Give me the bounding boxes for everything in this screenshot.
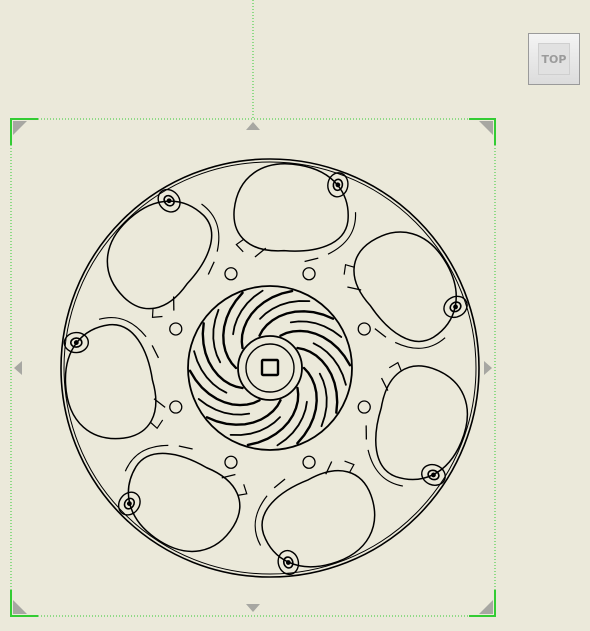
- roller[interactable]: [349, 353, 483, 501]
- mecanum-wheel[interactable]: [61, 155, 483, 581]
- shaft-collar-outer: [238, 336, 302, 400]
- roller-edge: [360, 450, 411, 487]
- roller-axle: [431, 473, 435, 477]
- roller-bracket: [340, 262, 354, 275]
- roller-axle: [75, 341, 78, 344]
- roller-edge: [395, 320, 446, 361]
- resize-handle-top-right[interactable]: [479, 121, 493, 135]
- roller-axle: [286, 561, 290, 565]
- hub-spoke-minor: [314, 343, 346, 385]
- arrow-down-icon[interactable]: [246, 604, 260, 612]
- bolt-circle-dash: [305, 258, 319, 261]
- roller-body: [87, 180, 232, 323]
- bolt-hole: [225, 456, 237, 468]
- bolt-hole: [358, 401, 370, 413]
- roller-bracket: [151, 420, 163, 429]
- roller[interactable]: [336, 215, 478, 367]
- bolt-circle-dash: [375, 329, 386, 338]
- bolt-circle-dash: [179, 446, 193, 449]
- roller-edge: [99, 316, 146, 340]
- hub-spoke-minor: [260, 301, 309, 319]
- hub-spoke-minor: [213, 310, 220, 363]
- bolt-circle-dash: [274, 479, 285, 488]
- bolt-hole: [303, 268, 315, 280]
- roller-edge: [328, 209, 357, 258]
- arrow-up-icon[interactable]: [246, 122, 260, 130]
- roller-axle: [453, 305, 457, 309]
- resize-handle-bottom-right[interactable]: [479, 600, 493, 614]
- arrow-left-icon[interactable]: [14, 361, 22, 375]
- roller-body: [357, 355, 483, 495]
- roller-axle: [167, 198, 172, 203]
- roller-bracket: [235, 239, 245, 252]
- roller-edge: [247, 496, 280, 546]
- roller-edge: [187, 203, 233, 251]
- roller[interactable]: [62, 315, 164, 441]
- bolt-hole: [170, 323, 182, 335]
- hub-spoke-minor: [320, 374, 327, 427]
- view-cube[interactable]: TOP: [528, 33, 580, 85]
- roller-axle: [336, 183, 340, 187]
- roller-bracket: [345, 459, 356, 473]
- bolt-circle-dash: [382, 378, 388, 391]
- roller-bracket: [149, 308, 163, 322]
- resize-handle-top-left[interactable]: [13, 121, 27, 135]
- roller-body: [252, 462, 386, 579]
- bolt-hole: [225, 268, 237, 280]
- bolt-hole: [358, 323, 370, 335]
- roller-body: [341, 215, 474, 358]
- roller-axle: [127, 501, 131, 505]
- hub-spoke-minor: [194, 351, 226, 393]
- bolt-circle-dash: [208, 262, 214, 275]
- hub-spoke-minor: [231, 417, 280, 435]
- bolt-circle-dash: [222, 475, 236, 478]
- arrow-right-icon[interactable]: [484, 361, 492, 375]
- roller[interactable]: [243, 457, 386, 582]
- resize-handle-bottom-left[interactable]: [13, 600, 27, 614]
- bolt-hole: [170, 401, 182, 413]
- view-cube-face-top[interactable]: TOP: [538, 43, 570, 75]
- bolt-circle-dash: [152, 345, 158, 358]
- roller[interactable]: [103, 423, 257, 571]
- roller-body: [228, 155, 356, 262]
- bolt-hole: [303, 456, 315, 468]
